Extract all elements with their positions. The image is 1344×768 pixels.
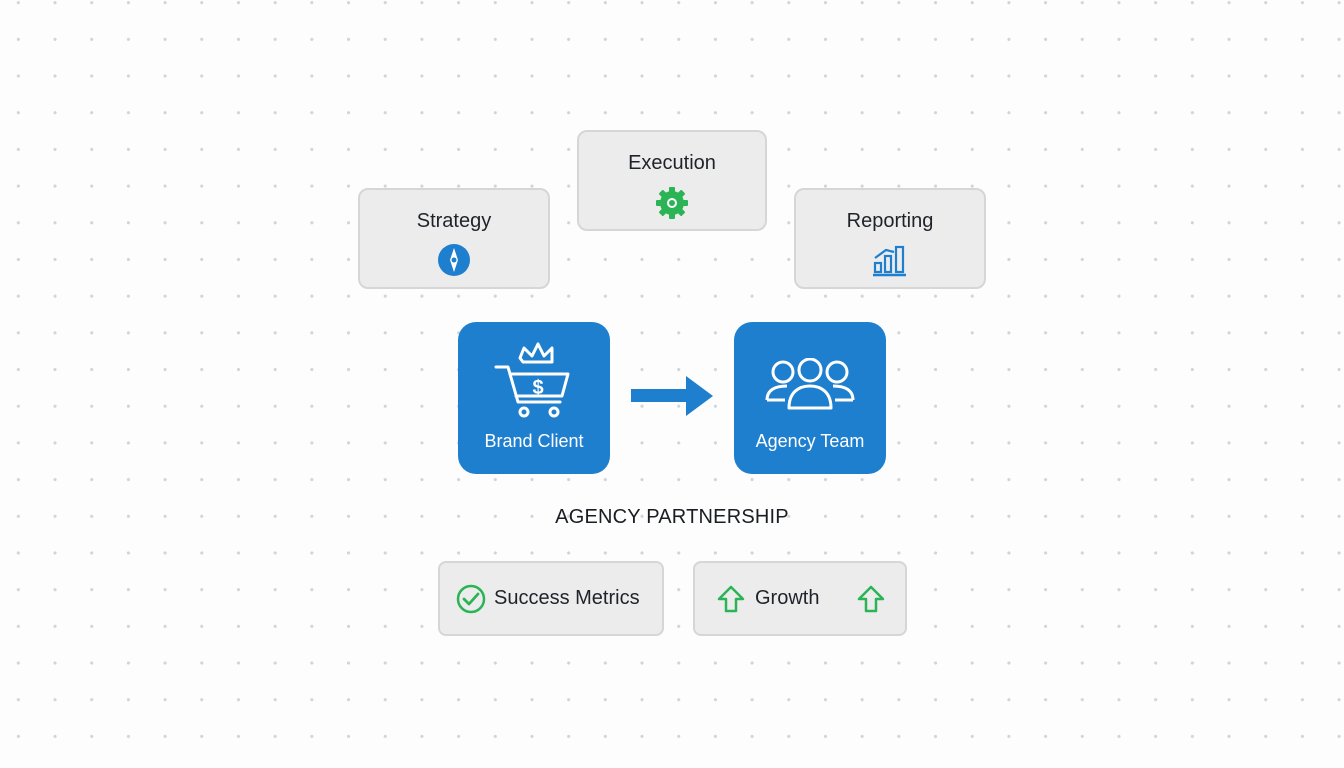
execution-label: Execution	[628, 152, 716, 174]
diagram-title: AGENCY PARTNERSHIP	[555, 506, 789, 528]
arrow-right-icon	[631, 376, 713, 416]
arrow-up-icon	[717, 585, 745, 612]
check-circle-icon	[456, 584, 486, 613]
crown-cart-icon: $	[494, 342, 570, 418]
arrow-up-icon	[857, 585, 885, 612]
growth-label: Growth	[755, 587, 820, 609]
gear-icon	[656, 187, 688, 219]
execution-card: Execution	[577, 130, 767, 231]
growth-badge: Growth	[693, 561, 907, 636]
success-metrics-label: Success Metrics	[494, 587, 640, 609]
brand-client-node: $ Brand Client	[458, 322, 610, 474]
agency-team-label: Agency Team	[755, 431, 865, 451]
strategy-card: Strategy	[358, 188, 550, 289]
team-icon	[765, 358, 855, 410]
reporting-card: Reporting	[794, 188, 986, 289]
agency-team-node: Agency Team	[734, 322, 886, 474]
svg-text:$: $	[532, 377, 543, 399]
strategy-label: Strategy	[416, 210, 492, 232]
brand-client-label: Brand Client	[484, 431, 584, 451]
success-metrics-badge: Success Metrics	[438, 561, 664, 636]
bar-chart-icon	[873, 245, 906, 277]
reporting-label: Reporting	[846, 210, 934, 232]
compass-icon	[438, 244, 470, 276]
